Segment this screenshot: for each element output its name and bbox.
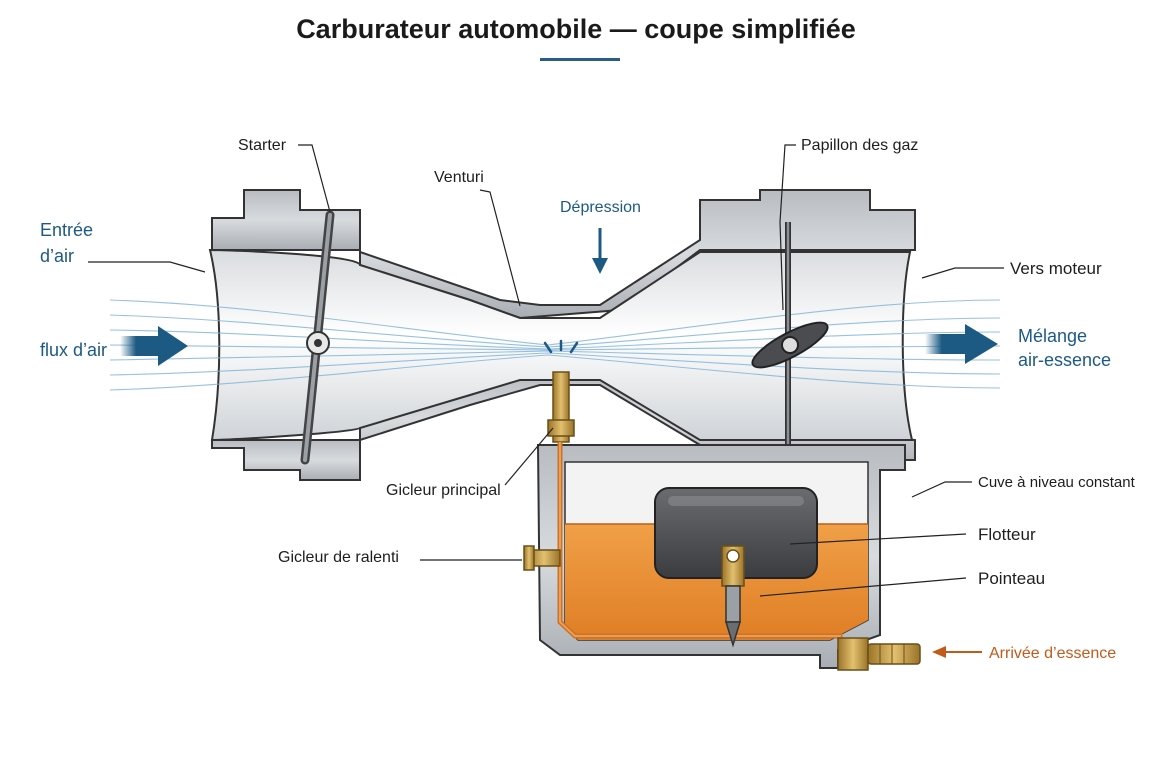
fuel-inlet-fitting bbox=[837, 637, 921, 671]
label-air-inlet-line2: d’air bbox=[40, 246, 74, 266]
mixture-outlet-arrow bbox=[925, 324, 998, 364]
label-venturi: Venturi bbox=[434, 169, 484, 186]
label-mixture-line2: air-essence bbox=[1018, 350, 1111, 370]
needle-valve bbox=[724, 585, 742, 648]
label-idle-jet: Gicleur de ralenti bbox=[278, 549, 399, 566]
label-fuel-inlet: Arrivée d’essence bbox=[989, 645, 1116, 662]
label-main-jet: Gicleur principal bbox=[386, 482, 501, 499]
float bbox=[654, 487, 818, 587]
depression-arrow bbox=[592, 228, 608, 274]
leader-lines bbox=[88, 144, 1004, 597]
label-float-bowl: Cuve à niveau constant bbox=[978, 474, 1136, 491]
label-float: Flotteur bbox=[978, 525, 1036, 544]
label-throttle: Papillon des gaz bbox=[801, 137, 918, 154]
air-intake-arrow bbox=[120, 326, 188, 366]
label-needle-valve: Pointeau bbox=[978, 569, 1045, 588]
label-to-engine: Vers moteur bbox=[1010, 259, 1102, 278]
label-air-flow: flux d’air bbox=[40, 340, 107, 360]
choke-plate bbox=[300, 210, 335, 465]
label-air-inlet-line1: Entrée bbox=[40, 220, 93, 240]
diagram-title: Carburateur automobile — coupe simplifié… bbox=[296, 14, 856, 44]
label-starter: Starter bbox=[238, 137, 287, 154]
label-mixture-line1: Mélange bbox=[1018, 326, 1087, 346]
fuel-arrow bbox=[932, 646, 982, 658]
label-depression: Dépression bbox=[560, 199, 641, 216]
throttle-plate bbox=[751, 222, 829, 450]
idle-jet bbox=[523, 545, 561, 571]
title-underline bbox=[540, 58, 620, 61]
